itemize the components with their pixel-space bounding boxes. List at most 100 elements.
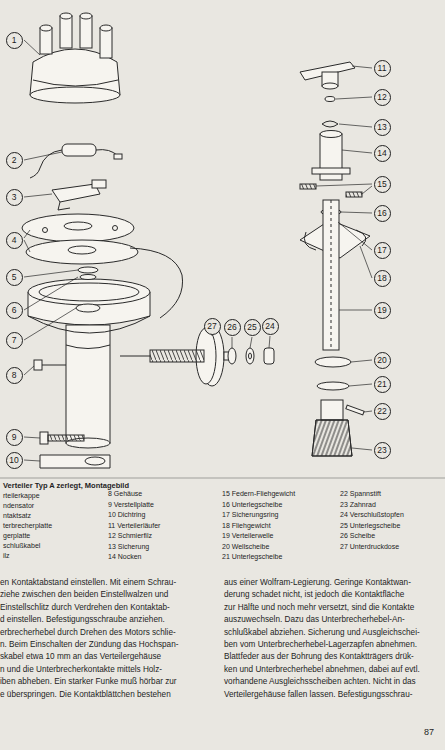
- callout-number: 26: [227, 323, 236, 332]
- callout-circle: 18: [374, 270, 391, 287]
- body-text-line: Verteilergehäuse fallen lassen. Befestig…: [224, 690, 412, 700]
- distributor-shaft: [323, 200, 339, 350]
- callout-circle: 9: [6, 429, 23, 446]
- clamp-plate: [40, 455, 110, 468]
- leader-line: [338, 222, 372, 250]
- leader-line: [352, 448, 372, 450]
- callout-number: 14: [377, 149, 386, 158]
- part-list-entry: 15 Federn-Fliehgewicht: [222, 490, 295, 498]
- callout-circle: 24: [262, 318, 279, 335]
- callout-number: 17: [377, 246, 386, 255]
- distributor-cap: [80, 16, 92, 48]
- housing: [28, 279, 150, 305]
- part-list-entry: gerplatte: [3, 532, 30, 540]
- body-text-line: Blattfeder aus der Bohrung des Kontakttr…: [224, 652, 414, 662]
- leader-line: [24, 270, 78, 277]
- callout-number: 4: [12, 236, 17, 245]
- figure-caption: Verteiler Typ A zerlegt, Montagebild: [3, 481, 129, 490]
- pin: [346, 405, 364, 415]
- condenser: [114, 154, 122, 159]
- callout-circle: 4: [6, 232, 23, 249]
- seal-ring: [80, 275, 96, 280]
- callout-number: 18: [377, 274, 386, 283]
- callout-circle: 6: [6, 302, 23, 319]
- callout-number: 6: [12, 306, 17, 315]
- part-list-entry: terbrecherplatte: [3, 522, 52, 530]
- clamp-plate: [85, 457, 105, 465]
- housing: [40, 365, 66, 366]
- washer: [246, 348, 254, 364]
- gear: [312, 420, 352, 456]
- part-list-entry: schlußkabel: [3, 542, 40, 550]
- callout-number: 13: [377, 123, 386, 132]
- distributor-cap: [40, 28, 52, 54]
- leader-line: [339, 124, 372, 127]
- leader-line: [24, 437, 40, 438]
- centrifugal-weights: [304, 232, 316, 250]
- callout-number: 27: [207, 322, 216, 331]
- body-text-line: en Kontaktabstand einstellen. Mit einem …: [0, 578, 176, 588]
- vacuum-unit: [120, 326, 230, 386]
- body-text-line: aus einer Wolfram-Legierung. Geringe Kon…: [224, 578, 411, 588]
- callout-circle: 10: [6, 452, 23, 469]
- callout-number: 9: [12, 433, 17, 442]
- washer: [228, 348, 236, 364]
- distributor-cap: [30, 87, 120, 103]
- housing: [66, 325, 110, 443]
- leader-line: [24, 460, 40, 461]
- part-list-entry: ilz: [3, 552, 10, 560]
- washer: [249, 353, 252, 359]
- callout-circle: 13: [374, 119, 391, 136]
- body-text-line: d einstellen. Befestigungsschraube anzie…: [0, 615, 165, 625]
- callout-circle: 25: [244, 319, 261, 336]
- callout-number: 10: [9, 456, 18, 465]
- gear: [312, 420, 352, 456]
- callout-circle: 11: [374, 60, 391, 77]
- callout-circle: 12: [374, 89, 391, 106]
- leader-line: [24, 277, 78, 310]
- body-text-line: ziehe zwischen den beiden Einstellwalzen…: [0, 590, 168, 600]
- part-list-entry: 17 Sicherungsring: [222, 511, 278, 519]
- leader-line: [24, 240, 30, 252]
- body-text-line: n und die Unterbrecherkontakte mittels H…: [0, 665, 162, 675]
- leader-line: [349, 384, 372, 386]
- body-text-line: derung schadet nicht, ist jedoch die Kon…: [224, 590, 404, 600]
- part-list-entry: 19 Verteilerwelle: [222, 532, 273, 540]
- part-list-entry: 21 Unterlegscheibe: [222, 553, 282, 561]
- distributor-cap: [100, 28, 112, 58]
- leader-line: [362, 186, 372, 194]
- leader-line: [269, 336, 270, 348]
- felt-and-clip: [322, 97, 338, 128]
- breaker-plate: [26, 240, 138, 264]
- felt-and-clip: [322, 121, 338, 127]
- part-list-entry: 14 Nocken: [108, 553, 141, 561]
- leader-line: [341, 212, 372, 213]
- part-list-entry: 16 Unterlegscheibe: [222, 501, 282, 509]
- clamp-plate: [40, 455, 110, 468]
- callout-circle: 17: [374, 242, 391, 259]
- breaker-plate: [68, 246, 96, 254]
- wave-washer: [315, 357, 351, 390]
- leader-line: [24, 40, 40, 55]
- part-list-entry: 23 Zahnrad: [340, 501, 376, 509]
- breaker-plate: [22, 214, 138, 264]
- part-list-entry: rteilerkappe: [3, 492, 40, 500]
- leader-line: [360, 246, 372, 278]
- washer: [228, 348, 274, 364]
- callout-number: 20: [377, 356, 386, 365]
- callout-number: 19: [377, 306, 386, 315]
- callout-number: 5: [12, 273, 17, 282]
- distributor-cap: [100, 25, 112, 31]
- breaker-plate: [113, 226, 118, 231]
- vacuum-unit: [120, 356, 150, 357]
- leader-line: [24, 308, 76, 340]
- callout-circle: 27: [204, 318, 221, 335]
- callout-circle: 20: [374, 352, 391, 369]
- part-list-entry: 18 Fliehgewicht: [222, 522, 271, 530]
- callout-number: 2: [12, 156, 17, 165]
- part-list-entry: 10 Dichtring: [108, 511, 145, 519]
- page-number: 87: [424, 727, 434, 738]
- leader-line: [24, 194, 52, 197]
- housing: [28, 279, 150, 448]
- distributor-cap: [80, 13, 92, 19]
